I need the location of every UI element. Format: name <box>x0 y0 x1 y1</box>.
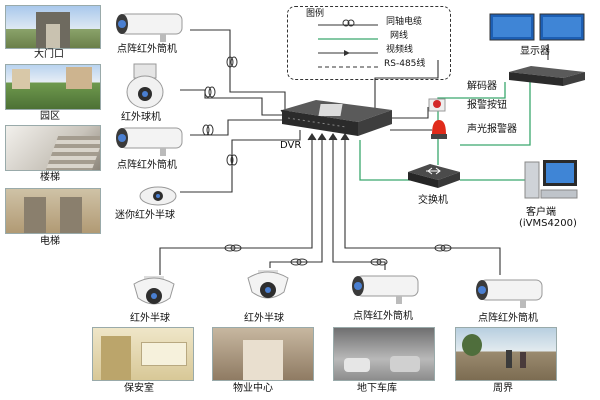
photo-garage <box>333 327 435 381</box>
label-dvr: DVR <box>280 140 302 151</box>
alarm-button-icon <box>428 98 446 112</box>
perimeter-person-2 <box>520 352 526 368</box>
label-cam-bottom-2: 红外半球 <box>244 313 284 324</box>
legend-item-coax: 同轴电缆 <box>386 17 423 27</box>
label-perimeter: 周界 <box>493 383 513 394</box>
coil-7 <box>370 258 388 266</box>
bullet-camera-icon <box>116 13 183 42</box>
wire-bottom-3 <box>332 140 386 270</box>
wire-dvr-decoder <box>374 60 439 110</box>
wire-decoder-link <box>460 80 531 146</box>
security-booth <box>101 336 131 380</box>
coil-8 <box>434 244 452 252</box>
photo-property-center <box>212 327 314 381</box>
label-client-sub: (iVMS4200) <box>519 218 577 229</box>
label-security-room: 保安室 <box>124 383 154 394</box>
coil-4 <box>226 154 238 166</box>
wire-left-1 <box>190 29 286 110</box>
security-window <box>141 342 187 366</box>
property-entrance <box>243 340 283 380</box>
label-elevator: 电梯 <box>40 236 60 247</box>
bullet-camera-icon <box>352 275 419 304</box>
park-building-1 <box>12 69 30 89</box>
wire-bottom-4 <box>344 140 501 275</box>
label-cam-left-1: 点阵红外筒机 <box>117 44 177 55</box>
perimeter-tree <box>462 334 482 356</box>
label-cam-left-4: 迷你红外半球 <box>115 210 175 221</box>
label-stairs: 楼梯 <box>40 172 60 183</box>
photo-stairs <box>5 125 101 171</box>
wire-dvr-alarm <box>385 107 429 119</box>
photo-elevator <box>5 188 101 234</box>
label-decoder: 解码器 <box>467 81 497 92</box>
label-alarm-button: 报警按钮 <box>467 100 507 111</box>
coil-5 <box>224 244 242 252</box>
monitors-icon <box>489 13 585 41</box>
dome-camera-icon <box>133 276 175 305</box>
wire-bottom-2 <box>269 140 323 268</box>
legend: 图例 同轴电缆 网线 视频线 RS-485线 <box>287 6 451 80</box>
dvr-device-icon <box>282 100 392 136</box>
label-cam-left-2: 红外球机 <box>121 112 161 123</box>
garage-car-2 <box>390 356 420 372</box>
label-park: 园区 <box>40 111 60 122</box>
legend-item-video: 视频线 <box>386 45 414 55</box>
park-building-2 <box>66 67 92 89</box>
legend-title: 图例 <box>306 9 325 19</box>
dome-camera-icon <box>247 270 289 299</box>
label-siren: 声光报警器 <box>467 124 517 135</box>
client-pc-icon <box>524 160 578 199</box>
elevator-door-2 <box>60 197 82 233</box>
legend-item-network: 网线 <box>390 31 409 41</box>
wire-left-2 <box>180 89 285 116</box>
label-cam-bottom-1: 红外半球 <box>130 313 170 324</box>
label-property-center: 物业中心 <box>233 383 273 394</box>
photo-park <box>5 64 101 110</box>
photo-main-gate <box>5 5 101 49</box>
label-cam-bottom-4: 点阵红外筒机 <box>478 313 538 324</box>
elevator-door-1 <box>24 197 46 233</box>
photo-security-room <box>92 327 194 381</box>
bullet-camera-icon <box>116 127 183 156</box>
legend-item-rs485: RS-485线 <box>384 59 426 69</box>
label-main-gate: 大门口 <box>34 49 64 60</box>
garage-car-1 <box>344 358 370 372</box>
wire-bottom-1 <box>159 140 313 275</box>
coil-6 <box>290 258 308 266</box>
wire-dvr-switch <box>359 140 410 181</box>
coil-1 <box>226 56 238 68</box>
perimeter-person-1 <box>506 350 512 368</box>
label-garage: 地下车库 <box>357 383 397 394</box>
label-monitors: 显示器 <box>520 46 550 57</box>
decoder-device-icon <box>509 66 585 86</box>
photo-perimeter <box>455 327 557 381</box>
stairs-steps <box>45 136 100 170</box>
speed-dome-camera-icon <box>126 63 164 109</box>
label-client: 客户端 <box>526 207 556 218</box>
label-switch: 交换机 <box>418 195 448 206</box>
legend-symbols <box>318 19 378 68</box>
network-switch-icon <box>408 164 460 188</box>
label-cam-left-3: 点阵红外筒机 <box>117 160 177 171</box>
mini-dome-camera-icon <box>139 186 177 206</box>
coil-3 <box>202 124 214 136</box>
siren-icon <box>431 120 447 139</box>
label-cam-bottom-3: 点阵红外筒机 <box>353 311 413 322</box>
bullet-camera-icon <box>476 279 543 308</box>
gate-opening <box>46 24 60 48</box>
coil-2 <box>204 86 216 98</box>
wire-left-3 <box>190 119 290 136</box>
wire-left-4 <box>180 130 301 193</box>
